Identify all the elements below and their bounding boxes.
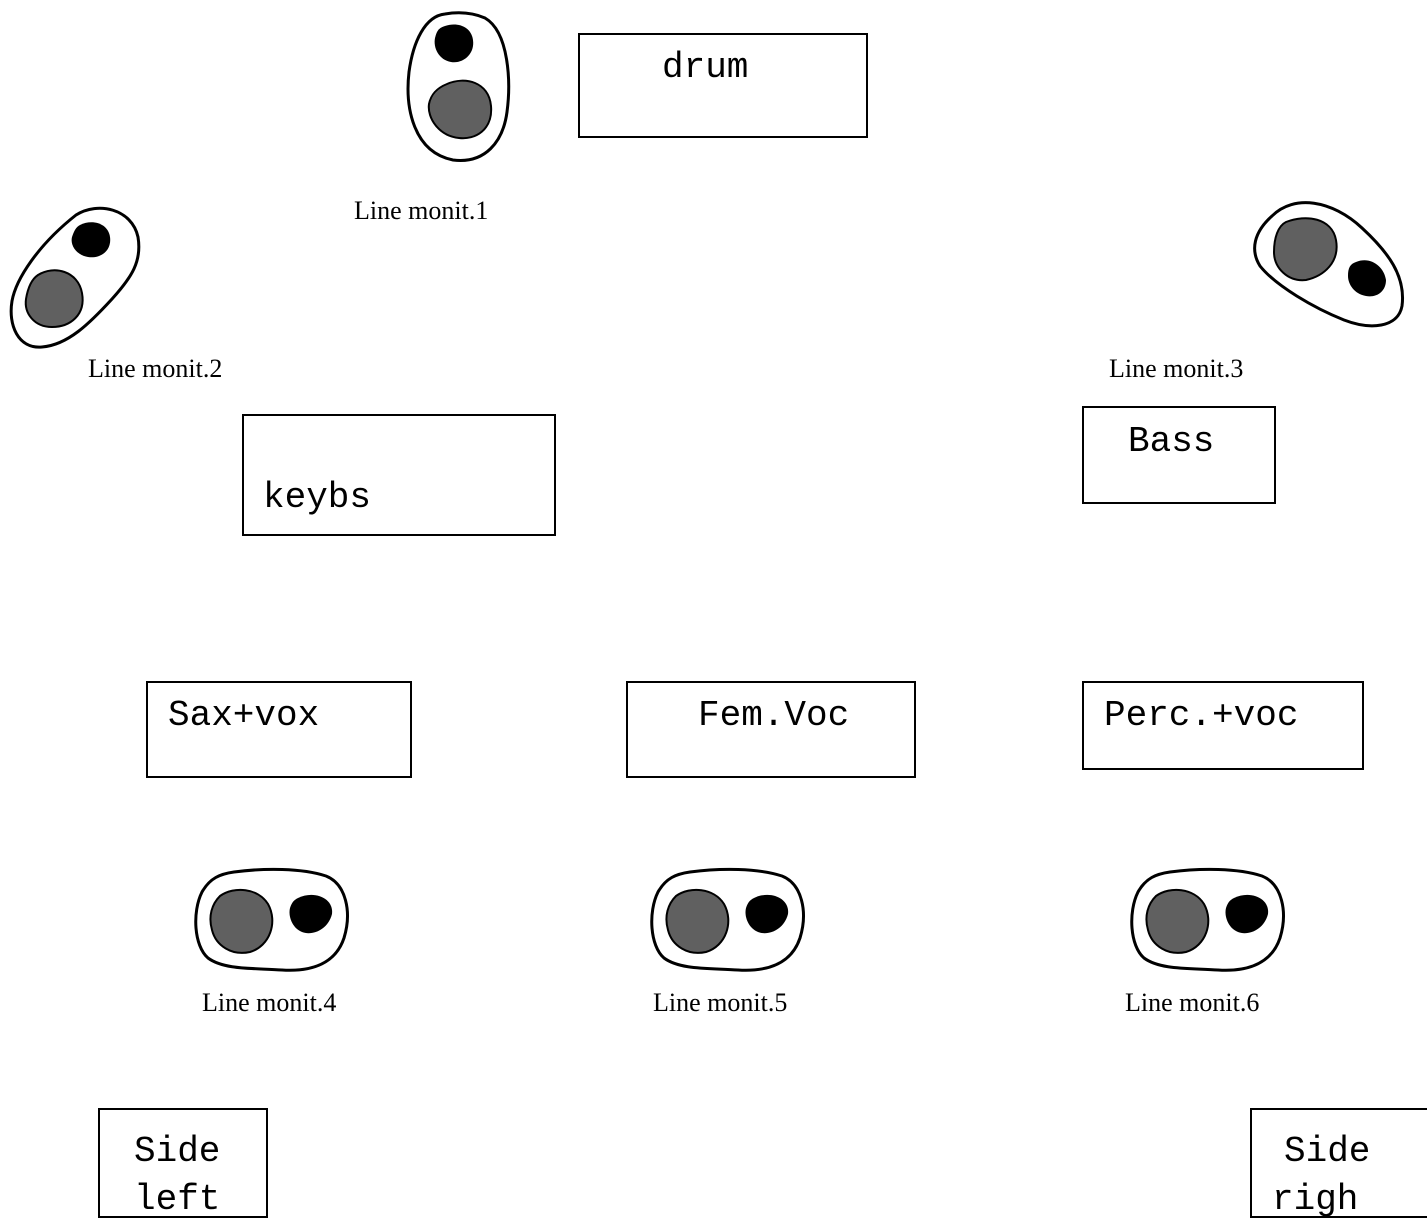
female-vocal-position	[626, 681, 916, 778]
side-right-label-line1: Side	[1284, 1131, 1371, 1172]
drum-label: drum	[662, 47, 749, 88]
monitor-2-label: Line monit.2	[88, 354, 223, 383]
monitor-1-icon	[406, 11, 511, 162]
monitor-2-icon	[9, 206, 141, 349]
monitor-3-icon	[1253, 201, 1405, 328]
monitor-4-icon	[194, 867, 349, 972]
monitor-5-icon	[650, 867, 805, 972]
side-left-label-line2: left	[134, 1179, 221, 1220]
female-vocal-label: Fem.Voc	[698, 695, 850, 736]
keyboards-label: keybs	[263, 477, 372, 518]
drum-position	[578, 33, 868, 138]
monitor-4-label: Line monit.4	[202, 988, 337, 1017]
monitor-6-label: Line monit.6	[1125, 988, 1260, 1017]
side-right-label-line2: righ	[1272, 1179, 1359, 1220]
sax-vox-position	[146, 681, 412, 778]
side-right-position	[1250, 1108, 1427, 1218]
bass-position	[1082, 406, 1276, 504]
bass-label: Bass	[1128, 421, 1215, 462]
side-left-label-line1: Side	[134, 1131, 221, 1172]
monitor-3-label: Line monit.3	[1109, 354, 1244, 383]
monitor-1-label: Line monit.1	[354, 196, 489, 225]
sax-vox-label: Sax+vox	[168, 695, 320, 736]
percussion-vocal-label: Perc.+voc	[1104, 695, 1299, 736]
percussion-vocal-position	[1082, 681, 1364, 770]
monitor-5-label: Line monit.5	[653, 988, 788, 1017]
side-left-position	[98, 1108, 268, 1218]
keyboards-position	[242, 414, 556, 536]
monitor-6-icon	[1130, 867, 1285, 972]
